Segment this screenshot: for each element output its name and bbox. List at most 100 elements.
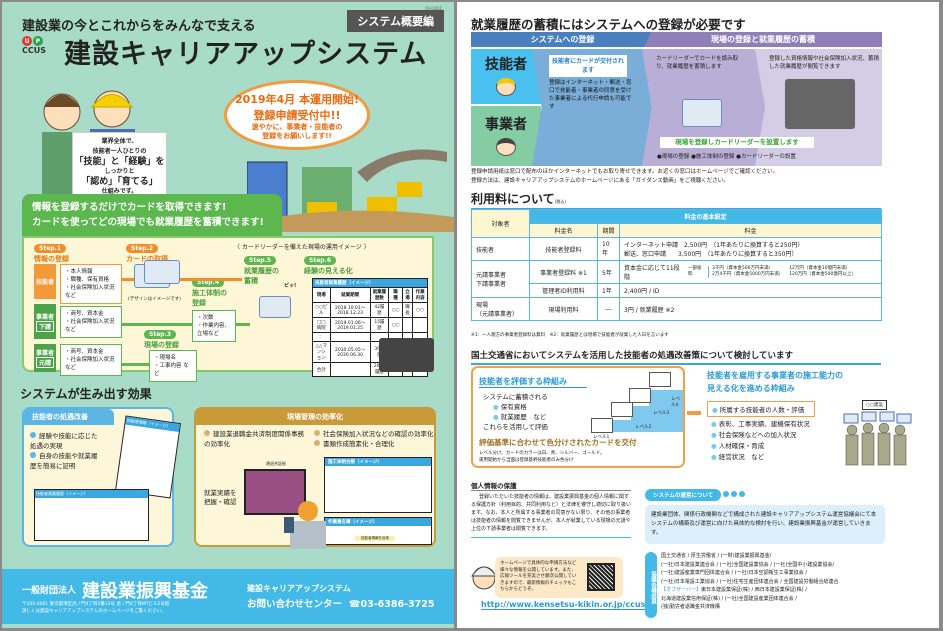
privacy-heading: 個人情報の保護	[471, 480, 631, 491]
step3-box: ・現場名 ・工事内容 など	[149, 350, 197, 382]
list-item: ● 社会保険などへの加入状況	[711, 431, 797, 439]
bullet-text: 就業履歴 など	[500, 413, 547, 421]
bullet-text: 保有資格	[500, 403, 527, 411]
cell: 10年	[597, 237, 620, 261]
worker-info-card: 技能者情報（イメージ）	[114, 415, 182, 499]
homepage-info-box: ホームページで具体的な申請方法など様々な情報を公開しています。また、広報ツールを…	[495, 557, 623, 598]
burst-line: 登録をお願いします!!	[262, 132, 332, 140]
banner-line: 情報を登録するだけでカードを取得できます!	[32, 202, 227, 213]
table-header: 就業履歴数	[369, 287, 390, 303]
card-note: 運用開始から当面は登録基幹技能者のみ色分け	[479, 458, 574, 463]
card-caption: (デザインはイメージです)	[128, 297, 181, 302]
sign-line: 技能者一人ひとりの	[92, 148, 147, 155]
capability-list: ● 表彰、工事実績、建機保有状況 ● 社会保険などへの加入状況 ● 人材確保・育…	[711, 419, 810, 463]
highlight-text: 所属する技能者の人数・評価	[719, 406, 805, 414]
site-bullet: ●カードリーダーの設置	[736, 154, 796, 160]
registration-heading: 就業履歴の蓄積にはシステムへの登録が必要です	[471, 17, 746, 32]
address-line: 〒105-0001 東京都港区虎ノ門4丁目2番12号 虎ノ門4丁目MTビル2号館	[22, 602, 170, 607]
table-header: 現場	[312, 287, 331, 303]
framework-body: システムに蓄積される ● 保有資格 ● 就業履歴 など これらを活用して評価	[483, 392, 548, 432]
band-site-registration: 現場の登録と就業履歴の蓄積	[644, 32, 882, 47]
table-row: 技能者 技能者登録料 10年 インターネット申請 2,500円 （1年あたりに換…	[471, 237, 882, 261]
website-link[interactable]: http://www.kensetsu-kikin.or.jp/ccus/	[481, 600, 649, 610]
step-badge: Step.2	[126, 244, 159, 253]
bullet-text: 建設業退職金共済制度関係事務の効率化	[204, 430, 304, 448]
history-text: 登録した資格情報や社会保険加入状況、蓄積した就業履歴が閲覧できます	[769, 56, 880, 70]
item-text: 人材確保・育成	[718, 442, 765, 450]
site-bullet: ●現場の登録	[657, 154, 690, 160]
fee-tier: 12万円（資本金10億円未満）	[789, 266, 851, 271]
burst-line: 2019年4月 本運用開始!	[234, 93, 360, 106]
worker-with-tablet-illustration	[284, 501, 326, 549]
cell: ○○ビル	[312, 302, 331, 318]
homepage-info-text: ホームページで具体的な申請方法など様々な情報を公開しています。また、広報ツールを…	[500, 561, 577, 592]
phone-number: ☎03-6386-3725	[348, 599, 435, 610]
registration-column: 技能者にカードが交付されます 登録はインターネット・郵送・窓口で技能者・事業者の…	[532, 49, 652, 166]
step-title: 就業履歴の蓄積	[244, 267, 279, 285]
fee-line: 資本金に応じて11段階	[624, 265, 680, 281]
fee-tier: 3千円（資本金500万円未満）	[712, 266, 773, 271]
org-name: 建設業振興基金	[82, 581, 208, 602]
observer-line: 【オブザーバー】東日本建設業保証(株) / 西日本建設業保証(株) /	[661, 586, 839, 595]
flow-arrow	[236, 323, 250, 326]
item-text: 表彰、工事実績、建機保有状況	[718, 420, 810, 428]
role-label: 技能者	[35, 279, 54, 286]
list-item: ● 経営状況 など	[711, 453, 765, 461]
capability-highlight: ● 所属する技能者の人数・評価	[707, 401, 816, 417]
flow-arrow	[122, 323, 192, 326]
cell: ―	[597, 297, 620, 321]
card-note: レベル分け、カードのカラーは白、青、シルバー、ゴールド。	[479, 451, 605, 456]
workers-group-illustration: ○○建設	[842, 400, 912, 470]
table-header: 料金	[619, 223, 882, 238]
cell: ○○	[388, 302, 403, 318]
cell: 5年	[597, 260, 620, 284]
table-header: 料金名	[529, 223, 598, 238]
burst-line: 速やかに、事業者・技能者の	[251, 123, 343, 131]
framework-line: これらを活用して評価	[483, 423, 548, 431]
cell: ：	[312, 332, 331, 342]
info-item: ・商号、資本金	[65, 311, 104, 317]
cell: 2019.01.06〜2019.01.25	[329, 317, 371, 333]
step-title: 施工体制の登録	[192, 289, 227, 307]
site-management-effects: 現場管理の効率化 建設業退職金共済制度関係事務の効率化 社会保険加入状況などの確…	[194, 407, 436, 549]
qr-code-icon[interactable]	[587, 563, 615, 591]
form-note: 技能者情報を反映	[355, 536, 395, 541]
bullet-item: 建設業退職金共済制度関係事務の効率化	[204, 429, 304, 449]
construction-ledger-form: 施工体制台帳（イメージ）	[324, 457, 432, 513]
arrow-text: 就業実績を把握・確認	[204, 489, 237, 506]
id-card-image	[144, 260, 180, 284]
info-item: ・作業内容、	[197, 323, 231, 329]
step-badge: Step.3	[144, 330, 177, 339]
site-image-caption: 〈 カードリーダーを備えた現場の運用イメージ 〉	[234, 244, 370, 251]
burst-line: 登録申請受付中!!	[253, 109, 341, 122]
policy-heading: 国土交通省においてシステムを活用した技能者の処遇改善策について検討しています	[471, 349, 881, 365]
fee-table: 対象者 料金の基本設定 料金名 期間 料金 技能者 技能者登録料 10年 インタ…	[471, 209, 882, 321]
fee-tier: 120万円（資本金500億円以上）	[789, 272, 856, 277]
skilled-worker-effects: 技能者の処遇改善 経験や技能に応じた処遇の実現 自身の技能や就業履歴を簡易に証明…	[22, 407, 182, 547]
title-line: 見える化を進める枠組み	[707, 384, 795, 393]
role-label: 事業者	[35, 313, 54, 321]
bullet-list: 建設業退職金共済制度関係事務の効率化	[204, 429, 304, 449]
bullet-item: 自身の技能や就業履歴を簡易に証明	[30, 451, 100, 471]
card-issued-note: 技能者にカードが交付されます	[549, 55, 627, 77]
registration-notes: 登録申請用紙は窓口で配布のほかインターネットでもお取り寄せできます。お近くの窓口…	[471, 168, 778, 186]
bullet-item: 経験や技能に応じた処遇の実現	[30, 431, 100, 451]
cell: 技能者	[471, 237, 530, 261]
fees-tax-note: (税込)	[554, 199, 566, 204]
cell	[401, 317, 414, 333]
role-info-box: ・商号、資本金 ・社会保険加入状況 など	[60, 306, 122, 338]
level-card	[649, 372, 671, 387]
helmet-worker-icon	[471, 566, 497, 590]
worker-roster-form: 作業員名簿（イメージ） 技能者情報を反映	[324, 517, 432, 545]
site-column: カードリーダーでカードを読み取り、就業履歴を蓄積します	[642, 49, 767, 166]
info-item: など	[65, 327, 77, 333]
site-setup-bullets: ●現場の登録 ●施工体制の登録 ●カードリーダーの設置	[657, 152, 796, 160]
sign-line: 「認め」「育てる」	[81, 177, 158, 187]
calendar-caption: 建退共証紙	[266, 461, 286, 466]
privacy-text: 登録いただいた技能者の情報は、建設業振興基金の個人情報に関する保護方針（利用目的…	[471, 494, 632, 532]
cell: △△マンション	[312, 341, 331, 363]
table-header: 立場	[401, 287, 414, 303]
decorative-dots	[721, 482, 746, 501]
contact-label: お問い合わせセンター	[247, 599, 343, 610]
table-row: 現場 （元請事業者） 現場利用料 ― 3円 / 就業履歴 ※2	[471, 297, 882, 321]
